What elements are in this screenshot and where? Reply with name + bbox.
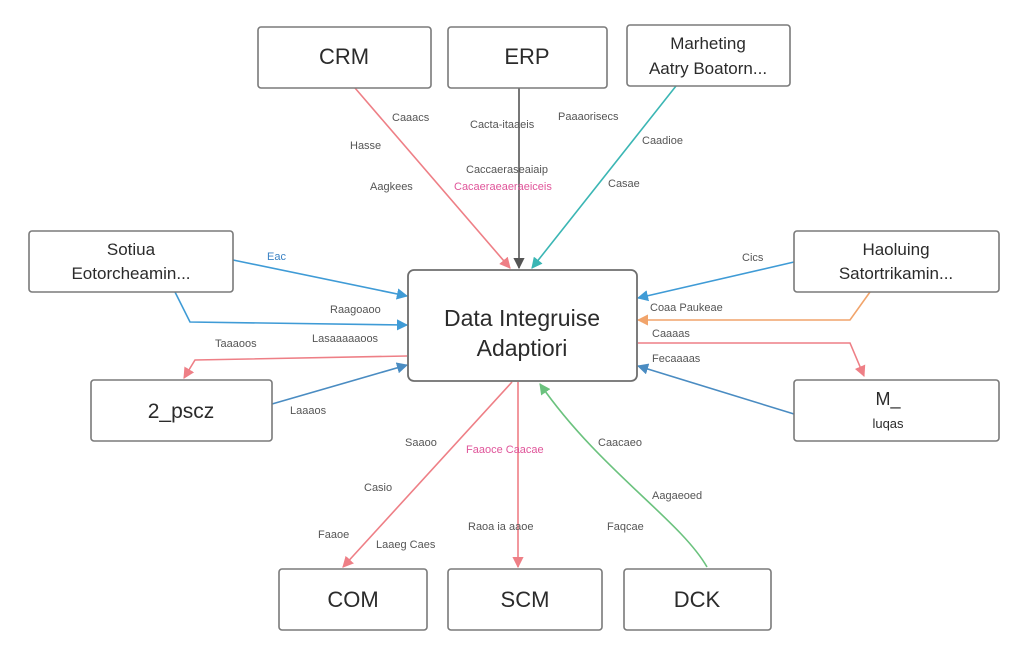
- edge-label-com-d: Laaeg Caes: [376, 539, 436, 551]
- edge-label-crm-c: Aagkees: [370, 181, 413, 193]
- edge-label-rt-a: Cics: [742, 252, 764, 264]
- edge-label-scm-a: Faaoce Caacae: [466, 444, 544, 456]
- edge-label-com-a: Saaoo: [405, 437, 437, 449]
- node-com[interactable]: COM: [278, 568, 428, 631]
- node-dck-label: DCK: [674, 587, 721, 612]
- edge-labels: Caaacs Hasse Aagkees Cacta-itaaeis Cacca…: [215, 111, 764, 551]
- edge-label-lm-a: Taaaoos: [215, 338, 257, 350]
- edge-label-dck-c: Faqcae: [607, 521, 644, 533]
- node-erp-label: ERP: [504, 44, 549, 69]
- edge-dck-hub: [539, 383, 708, 568]
- node-marketing-line2: Aatry Boatorn...: [649, 59, 767, 78]
- edge-right-top-hub: [636, 261, 795, 302]
- edge-label-rt-b: Coaa Paukeae: [650, 302, 723, 314]
- node-crm-label: CRM: [319, 44, 369, 69]
- edge-label-com-b: Casio: [364, 482, 392, 494]
- edge-label-lt-a: Eac: [267, 251, 286, 263]
- edge-marketing-hub: [531, 85, 677, 269]
- node-right-mid[interactable]: M_ luqas: [793, 379, 1000, 442]
- node-crm[interactable]: CRM: [257, 26, 432, 89]
- edge-label-dck-a: Caacaeo: [598, 437, 642, 449]
- node-dck[interactable]: DCK: [623, 568, 772, 631]
- edge-crm-hub: [354, 87, 511, 269]
- edge-label-mkt-a: Paaaorisecs: [558, 111, 619, 123]
- edge-label-erp-a: Cacta-itaaeis: [470, 119, 535, 131]
- edge-label-erp-c: Cacaeraeaeraeiceis: [454, 181, 552, 193]
- edge-label-lm-b: Laaaos: [290, 405, 327, 417]
- node-com-label: COM: [327, 587, 378, 612]
- hub-title-line2: Adaptiori: [477, 335, 568, 361]
- node-right-top[interactable]: Haoluing Satortrikamin...: [793, 230, 1000, 293]
- edge-label-lt-c: Lasaaaaaoos: [312, 333, 379, 345]
- node-left-mid[interactable]: 2_pscz: [90, 379, 273, 442]
- node-left-top-line2: Eotorcheamin...: [71, 264, 190, 283]
- edge-right-mid-hub: [636, 363, 795, 415]
- edge-label-crm-b: Hasse: [350, 140, 381, 152]
- edge-left-top-hub-a: [232, 259, 409, 300]
- node-right-mid-line2: luqas: [872, 416, 904, 431]
- edge-label-rt-d: Fecaaaas: [652, 353, 701, 365]
- edge-left-top-hub-b: [174, 291, 409, 331]
- edge-label-erp-b: Caccaeraseaiaip: [466, 164, 548, 176]
- node-scm-label: SCM: [501, 587, 550, 612]
- node-right-top-line1: Haoluing: [862, 240, 929, 259]
- node-marketing[interactable]: Marheting Aatry Boatorn...: [626, 24, 791, 87]
- node-marketing-line1: Marheting: [670, 34, 746, 53]
- edges: [174, 85, 871, 569]
- edge-label-crm-a: Caaacs: [392, 112, 430, 124]
- hub-node[interactable]: Data Integruise Adaptiori: [407, 269, 638, 382]
- node-left-top-line1: Sotiua: [107, 240, 156, 259]
- edge-label-mkt-c: Casae: [608, 178, 640, 190]
- node-right-mid-line1: M_: [875, 389, 901, 410]
- node-left-mid-label: 2_pscz: [148, 400, 215, 423]
- edge-left-mid-hub: [271, 362, 409, 405]
- node-scm[interactable]: SCM: [447, 568, 603, 631]
- edge-label-mkt-b: Caadioe: [642, 135, 683, 147]
- edge-label-scm-b: Raoa ia aaoe: [468, 521, 533, 533]
- edge-label-dck-b: Aagaeoed: [652, 490, 702, 502]
- edge-label-lt-b: Raagoaoo: [330, 304, 381, 316]
- edge-right-top-hub-orange: [636, 291, 871, 326]
- node-right-top-line2: Satortrikamin...: [839, 264, 953, 283]
- edge-hub-right-mid: [638, 342, 866, 378]
- hub-title-line1: Data Integruise: [444, 305, 600, 331]
- edge-label-com-c: Faaoe: [318, 529, 349, 541]
- edge-label-rt-c: Caaaas: [652, 328, 690, 340]
- node-erp[interactable]: ERP: [447, 26, 608, 89]
- edge-hub-left-mid: [183, 355, 408, 379]
- node-left-top[interactable]: Sotiua Eotorcheamin...: [28, 230, 234, 293]
- edge-hub-com: [342, 381, 513, 568]
